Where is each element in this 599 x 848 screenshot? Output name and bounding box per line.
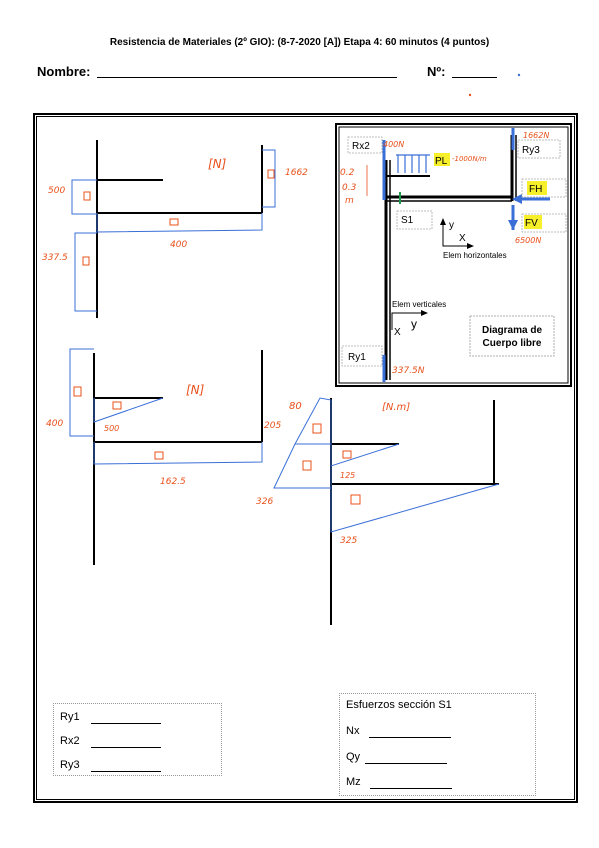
- axial-diagram-1: [N] 500 1662 400 337.5: [42, 140, 308, 318]
- hw-0.2: 0.2: [340, 168, 355, 178]
- hw-d1-500: 500: [48, 186, 65, 196]
- effort-qy-label: Qy: [346, 751, 361, 763]
- dcl-axis-y-bottom: y: [411, 317, 417, 331]
- hw-d3-Nm: [N.m]: [382, 402, 410, 413]
- shear-diagram-2: [N] 400 500 162.5: [46, 348, 263, 565]
- hw-d1-337.5: 337.5: [42, 253, 68, 263]
- dcl-axis-x-bottom: X: [394, 327, 401, 338]
- dcl-axis-y-top: y: [449, 220, 454, 231]
- hw-d2-400: 400: [46, 419, 63, 429]
- name-field[interactable]: [97, 77, 397, 78]
- hw-d1-N: [N]: [208, 157, 227, 171]
- number-field[interactable]: [452, 77, 497, 78]
- answer-frame-inner: [36, 116, 575, 800]
- answer-frame: [33, 113, 578, 803]
- reactions-box: [53, 703, 222, 776]
- hw-d2-162.5: 162.5: [160, 477, 186, 487]
- reaction-ry3-label: Ry3: [60, 759, 80, 771]
- reaction-rx2-row[interactable]: Rx2: [60, 735, 161, 748]
- reaction-ry1-label: Ry1: [60, 711, 80, 723]
- hw-m: m: [345, 196, 354, 206]
- dcl-elem-verticales: Elem verticales: [392, 300, 446, 309]
- hw-6500N: 6500N: [515, 236, 541, 245]
- dcl-axis-x-top: X: [459, 233, 466, 244]
- effort-nx-label: Nx: [346, 725, 360, 737]
- effort-nx-field[interactable]: [368, 725, 451, 738]
- dcl-pl-label: PL: [435, 156, 448, 167]
- hw-pl-value: -1000N/m: [452, 155, 487, 163]
- dcl-fh-label: FH: [529, 184, 542, 195]
- hw-d3-205: 205: [264, 421, 281, 431]
- moment-diagram-3: [N.m] 80 205 125 326 325: [256, 397, 500, 625]
- hw-d3-125: 125: [340, 471, 355, 480]
- hw-d1-1662: 1662: [285, 168, 308, 178]
- reaction-ry3-field[interactable]: [90, 759, 161, 772]
- efforts-title: Esfuerzos sección S1: [346, 699, 452, 711]
- reaction-rx2-field[interactable]: [90, 735, 161, 748]
- page-title: Resistencia de Materiales (2º GIO): (8-7…: [109, 37, 490, 48]
- effort-qy-field[interactable]: [365, 751, 448, 764]
- dcl-diagram-title-1: Diagrama de: [482, 325, 542, 336]
- hw-1662N: 1662N: [523, 131, 549, 140]
- hw-d3-326: 326: [256, 497, 273, 507]
- dcl-elem-horizontales: Elem horizontales: [443, 251, 507, 260]
- number-label: Nº:: [427, 64, 446, 79]
- stray-dot: [517, 73, 521, 77]
- effort-qy-row[interactable]: Qy: [346, 751, 448, 764]
- effort-mz-row[interactable]: Mz: [346, 776, 452, 789]
- dcl-fv-label: FV: [525, 218, 538, 229]
- hw-d3-80: 80: [289, 401, 302, 412]
- reaction-rx2-label: Rx2: [60, 735, 80, 747]
- dcl-ry1-label: Ry1: [348, 352, 366, 363]
- dcl-s1-label: S1: [401, 215, 414, 226]
- stray-dot: [468, 93, 472, 97]
- reaction-ry3-row[interactable]: Ry3: [60, 759, 161, 772]
- hw-0.3: 0.3: [342, 183, 357, 193]
- reaction-ry1-field[interactable]: [90, 711, 161, 724]
- free-body-diagram: Rx2 Ry3 Ry1 S1 PL FH FV y X Elem horizon…: [335, 123, 572, 387]
- dcl-diagram-title-2: Cuerpo libre: [483, 338, 542, 349]
- hw-d2-N: [N]: [186, 383, 205, 397]
- dcl-ry3-label: Ry3: [522, 145, 540, 156]
- hw-337.5N: 337.5N: [392, 366, 425, 376]
- hw-d3-325: 325: [340, 536, 357, 546]
- name-label: Nombre:: [37, 64, 91, 79]
- effort-mz-label: Mz: [346, 776, 361, 788]
- efforts-box: [339, 693, 536, 796]
- dcl-rx2-label: Rx2: [352, 141, 370, 152]
- hw-d2-500: 500: [104, 424, 119, 433]
- hw-400N-top: 400N: [383, 140, 404, 149]
- effort-mz-field[interactable]: [369, 776, 452, 789]
- reaction-ry1-row[interactable]: Ry1: [60, 711, 161, 724]
- hw-d1-400: 400: [170, 240, 187, 250]
- effort-nx-row[interactable]: Nx: [346, 725, 451, 738]
